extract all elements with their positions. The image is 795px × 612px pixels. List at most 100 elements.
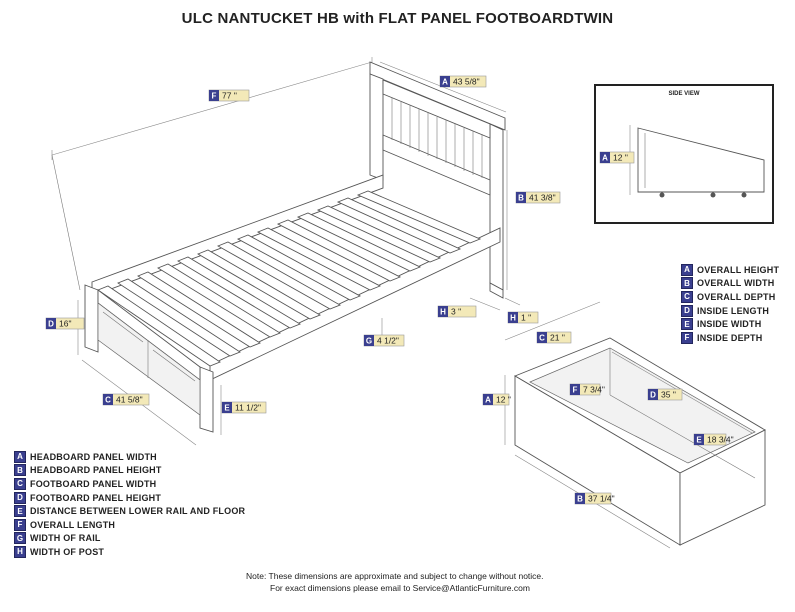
legend-text: INSIDE WIDTH — [697, 319, 762, 330]
dimension-letter: E — [696, 436, 702, 445]
legend-item: E INSIDE WIDTH — [681, 317, 779, 331]
legend-text: INSIDE LENGTH — [697, 305, 770, 316]
dimension-label-d: D 16" — [45, 317, 85, 330]
drawer-side-face — [679, 429, 766, 546]
legend-letter: G — [14, 532, 26, 545]
dimension-letter: B — [518, 194, 524, 203]
dim-line-post-width — [469, 297, 501, 311]
dimension-label-c: C 41 5/8" — [102, 393, 150, 406]
dimension-label-b: B 41 3/8" — [515, 191, 561, 204]
side-view-wheel — [659, 192, 665, 198]
legend-item: D FOOTBOARD PANEL HEIGHT — [14, 491, 245, 505]
side-view-wheel — [741, 192, 747, 198]
dimension-value: 4 1/2" — [377, 336, 399, 346]
legend-item: B HEADBOARD PANEL HEIGHT — [14, 464, 245, 478]
headboard-slats — [391, 98, 483, 178]
legend-text: DISTANCE BETWEEN LOWER RAIL AND FLOOR — [30, 506, 246, 517]
dimension-value: 41 5/8" — [116, 395, 143, 405]
side-view-drawer — [637, 127, 765, 193]
mattress-slats — [97, 190, 482, 367]
footboard-left-post — [84, 284, 99, 353]
dimension-letter: A — [442, 78, 448, 87]
footboard-inset — [102, 311, 144, 343]
headboard-left-post — [369, 73, 384, 181]
dimension-value: 18 3/4" — [707, 435, 734, 445]
dimension-label-h: H 1 " — [507, 311, 539, 324]
legend-text: HEADBOARD PANEL HEIGHT — [30, 465, 162, 476]
dimension-letter: A — [602, 154, 608, 163]
side-view-frame: SIDE VIEW — [594, 84, 774, 224]
dimension-value: 3 " — [451, 307, 461, 317]
legend-text: OVERALL WIDTH — [697, 278, 775, 289]
dimension-value: 1 " — [521, 313, 531, 323]
legend-letter: F — [14, 518, 26, 531]
legend-letter: D — [14, 491, 26, 504]
legend-letter: E — [681, 318, 693, 331]
dimension-letter: C — [539, 334, 545, 343]
headboard-cap — [369, 61, 506, 131]
dimension-value: 41 3/8" — [529, 193, 556, 203]
legend-letter: D — [681, 304, 693, 317]
legend-letter: F — [681, 331, 693, 344]
diagram-title: ULC NANTUCKET HB with FLAT PANEL FOOTBOA… — [181, 10, 614, 27]
legend-text: FOOTBOARD PANEL HEIGHT — [30, 492, 162, 503]
legend-item: B OVERALL WIDTH — [681, 277, 779, 291]
dimension-label-a: A 43 5/8" — [439, 75, 487, 88]
footboard-right-post — [199, 366, 214, 433]
dimension-letter: A — [485, 396, 491, 405]
legend-letter: C — [681, 290, 693, 303]
legend-item: C OVERALL DEPTH — [681, 290, 779, 304]
dim-line-drawer-depth — [504, 301, 601, 341]
dimension-value: 16" — [59, 319, 71, 329]
dimension-letter: D — [48, 320, 54, 329]
dimension-value: 35 " — [661, 390, 676, 400]
dimension-value: 43 5/8" — [453, 77, 480, 87]
legend-text: OVERALL DEPTH — [697, 291, 776, 302]
footboard-inset — [152, 349, 196, 382]
dimension-letter: G — [366, 337, 372, 346]
dimension-value: 37 1/4" — [588, 494, 615, 504]
dim-line-post-width — [504, 297, 521, 306]
dimension-label-a: A 12 " — [599, 151, 635, 164]
legend-letter: A — [14, 450, 26, 463]
drawer-inner-edge — [609, 394, 756, 479]
dimension-value: 7 3/4" — [583, 385, 605, 395]
headboard-leg — [489, 282, 504, 299]
dimension-label-g: G 4 1/2" — [363, 334, 405, 347]
dimension-letter: H — [510, 314, 516, 323]
footboard-panel — [97, 302, 201, 416]
headboard-right-post — [489, 123, 504, 291]
dimension-value: 11 1/2" — [235, 403, 261, 413]
dim-line-overall-length — [51, 61, 373, 156]
note-line-2: For exact dimensions please email to Ser… — [270, 583, 530, 593]
legend-letter: A — [681, 263, 693, 276]
legend-letter: B — [14, 464, 26, 477]
note-line-1: Note: These dimensions are approximate a… — [246, 571, 544, 581]
legend-letter: B — [681, 277, 693, 290]
note: Note: These dimensions are approximate a… — [246, 570, 544, 594]
dimension-letter: D — [650, 391, 656, 400]
side-view-drawing — [629, 125, 765, 198]
dimension-value: 12 " — [613, 153, 628, 163]
bed-illustration — [51, 57, 521, 446]
dimension-label-e: E 18 3/4" — [693, 433, 734, 446]
dimension-letter: C — [105, 396, 111, 405]
legend-text: FOOTBOARD PANEL WIDTH — [30, 478, 157, 489]
